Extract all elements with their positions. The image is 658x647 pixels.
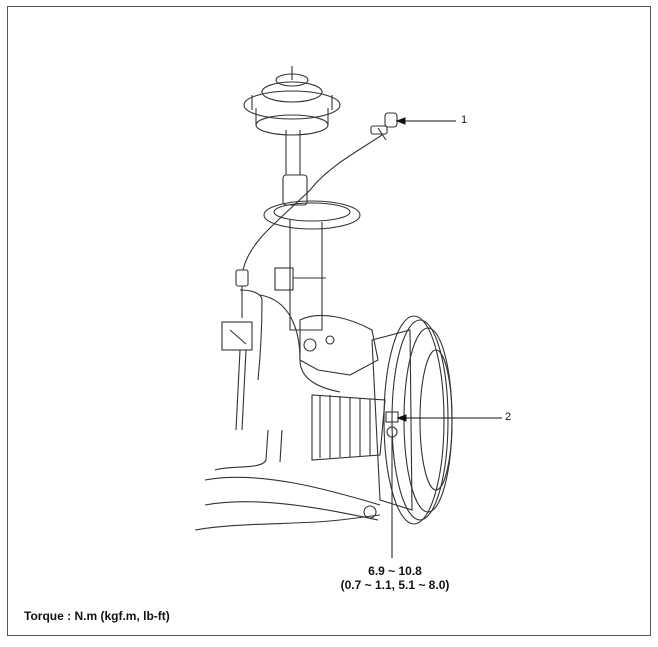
callout-1-label: 1 xyxy=(461,114,468,126)
torque-primary: 6.9 ~ 10.8 xyxy=(368,564,422,578)
wheel-speed-sensor xyxy=(385,411,399,520)
drive-shaft-boot xyxy=(311,394,386,461)
torque-spec: 6.9 ~ 10.8 (0.7 ~ 1.1, 5.1 ~ 8.0) xyxy=(310,564,480,592)
strut-top-mount xyxy=(243,66,341,136)
torque-units-label: Torque : N.m (kgf.m, lb-ft) xyxy=(24,609,170,623)
lower-control-arm xyxy=(194,429,381,531)
leader-lines xyxy=(391,117,502,558)
callout-2-label: 2 xyxy=(505,411,512,423)
brake-disc xyxy=(371,315,453,525)
steering-knuckle xyxy=(299,314,379,376)
torque-secondary: (0.7 ~ 1.1, 5.1 ~ 8.0) xyxy=(340,578,450,592)
strut-body xyxy=(263,130,361,331)
bracket-assembly xyxy=(221,321,253,431)
diagram-frame xyxy=(7,6,651,636)
